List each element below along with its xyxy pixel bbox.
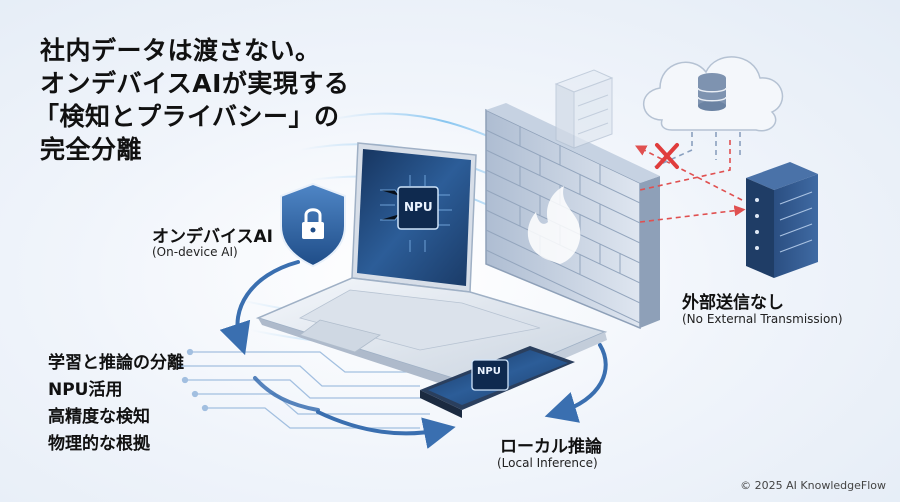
server-icon: [746, 162, 818, 278]
ondevice-label: オンデバイスAI: [152, 227, 273, 247]
headline-line-2: オンデバイスAIが実現する: [40, 69, 350, 98]
cloud-database-icon: [642, 56, 784, 132]
local-inference-label: ローカル推論: [500, 437, 602, 457]
shield-lock-icon: [280, 182, 346, 268]
local-inference-sublabel: (Local Inference): [497, 456, 598, 470]
blocked-connections: [635, 132, 746, 223]
feature-item: 学習と推論の分離: [48, 353, 184, 373]
npu-chip-icon: [471, 359, 509, 391]
feature-item: 高精度な検知: [48, 407, 150, 427]
feature-item: NPU活用: [48, 380, 123, 400]
headline-line-4: 完全分離: [40, 135, 143, 164]
copyright: © 2025 AI KnowledgeFlow: [740, 479, 886, 492]
block-x-icon: [655, 143, 679, 169]
phone-npu-label: NPU: [477, 366, 501, 377]
headline-line-3: 「検知とプライバシー」の: [34, 102, 340, 131]
npu-chip-icon: [397, 186, 439, 230]
external-label: 外部送信なし: [682, 293, 784, 313]
firewall-icon: [485, 103, 660, 330]
ondevice-sublabel: (On-device AI): [152, 245, 238, 259]
feature-item: 物理的な根拠: [48, 434, 150, 454]
smartphone: [420, 346, 575, 418]
flame-icon: [527, 186, 581, 264]
server-icon: [554, 69, 614, 149]
circuit-traces: [176, 348, 430, 429]
laptop-npu-label: NPU: [404, 200, 433, 214]
external-sublabel: (No External Transmission): [682, 312, 843, 326]
sync-arrows: [219, 260, 608, 449]
headline-line-1: 社内データは渡さない。: [40, 36, 321, 65]
